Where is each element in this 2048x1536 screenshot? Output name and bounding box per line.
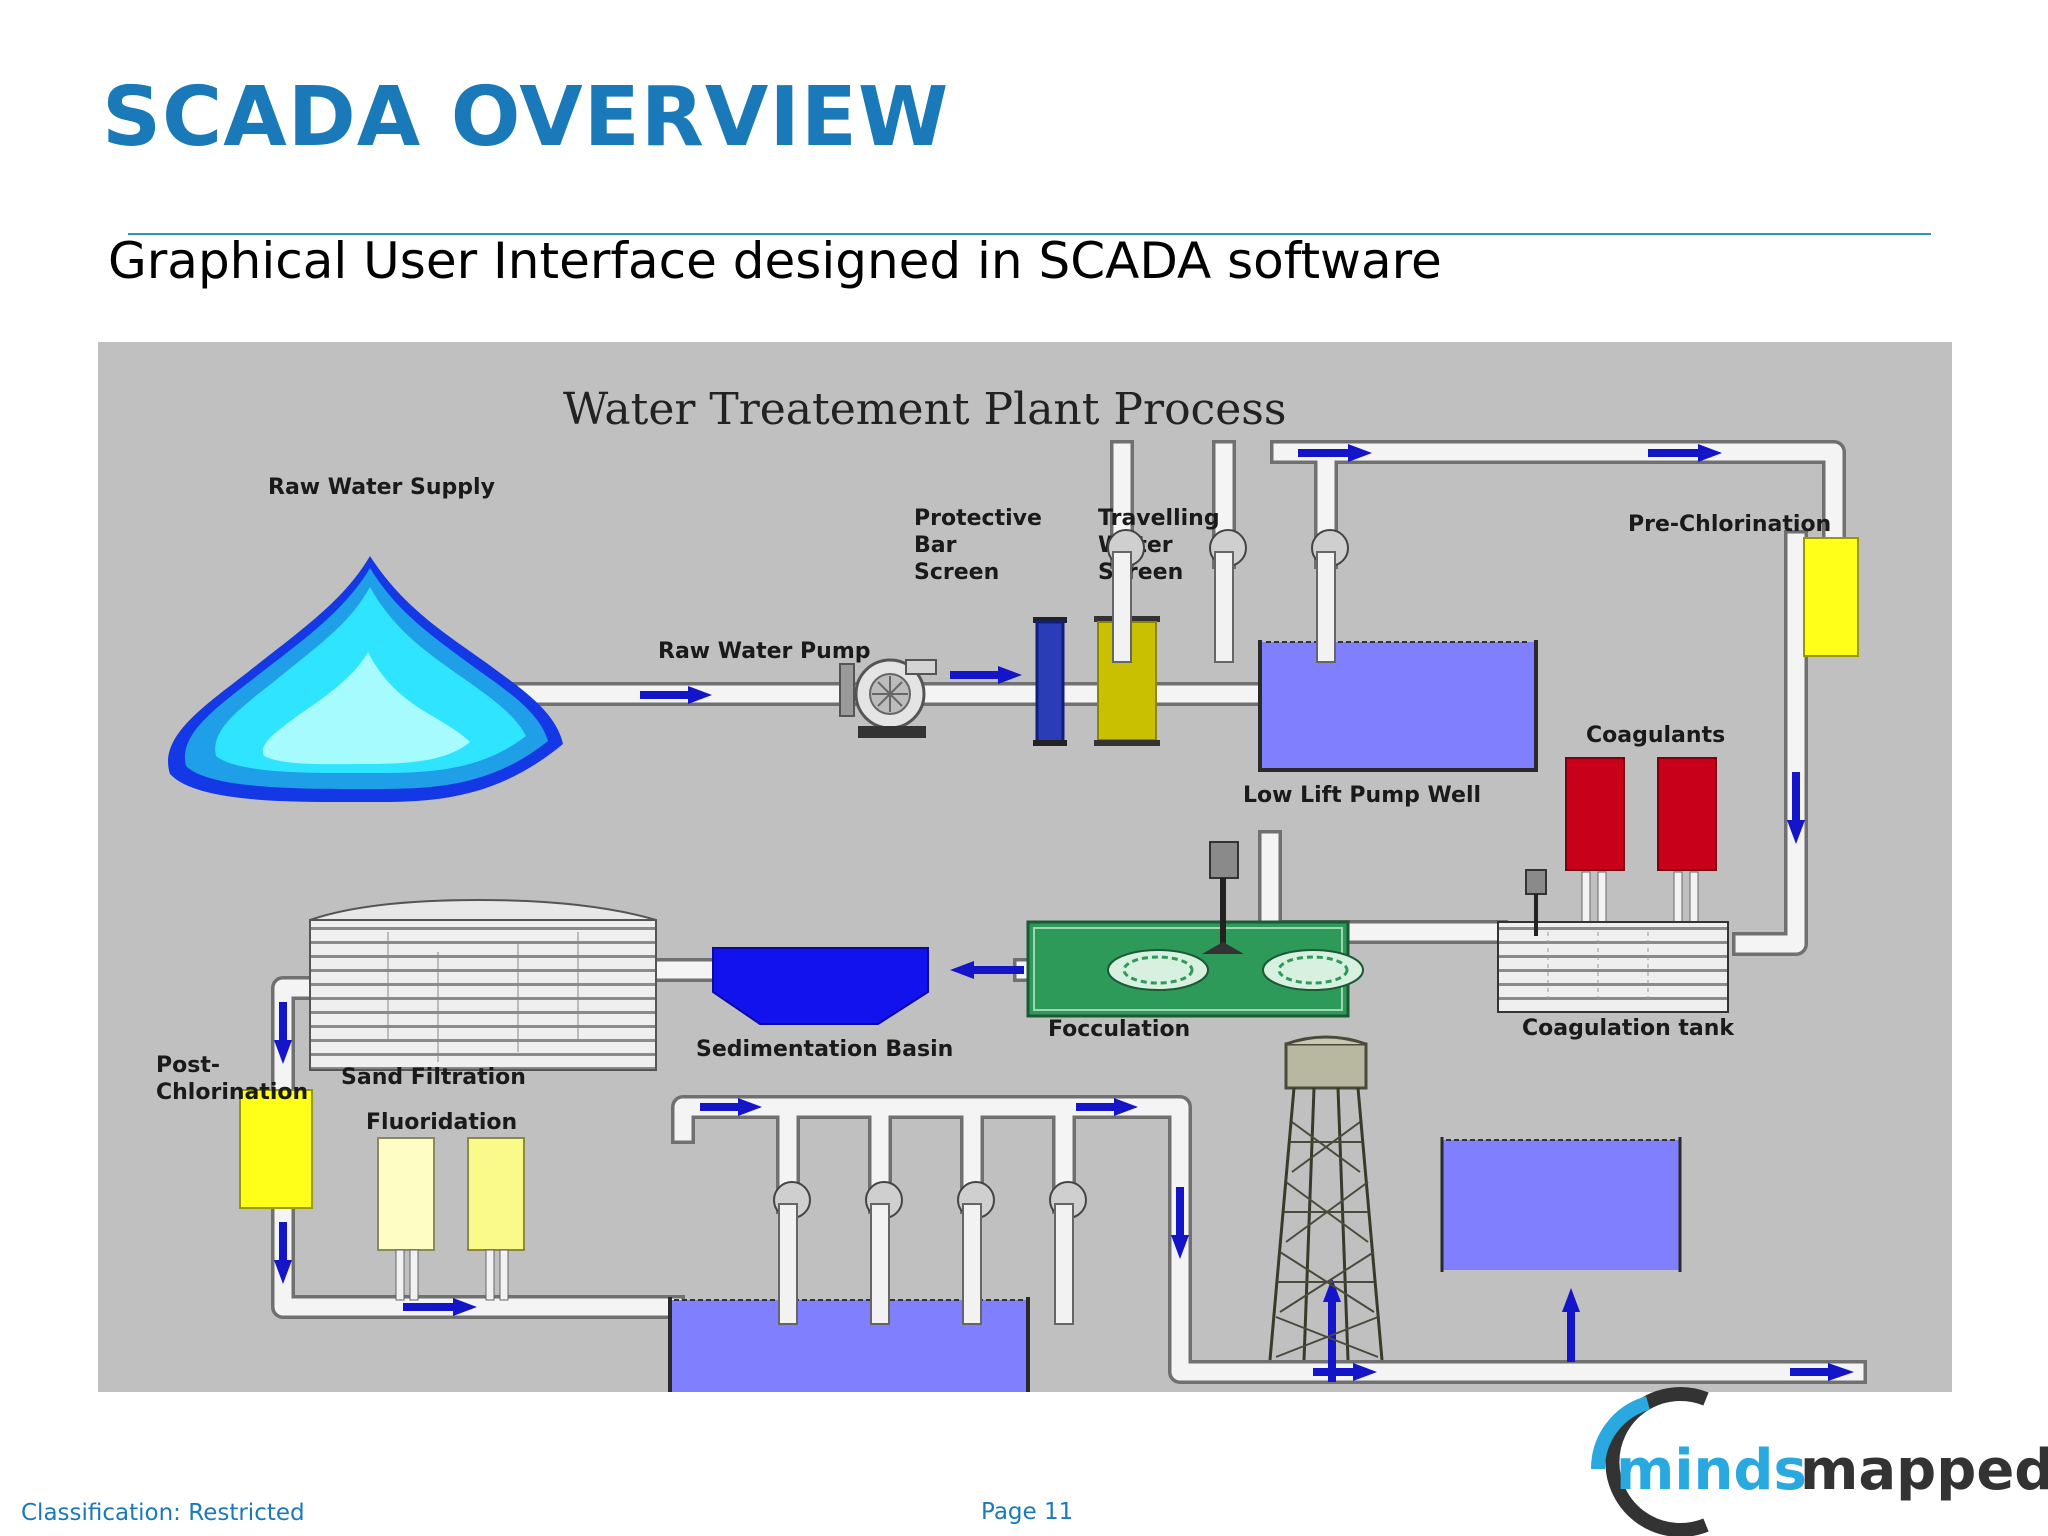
label-low-lift-pump-well: Low Lift Pump Well	[1243, 783, 1481, 808]
water-treatment-diagram: Water Treatement Plant Process	[98, 342, 1952, 1392]
label-post-chlorination-1: Post-	[156, 1053, 220, 1078]
flocculation-tank	[1026, 841, 1364, 1018]
flow-arrow	[1298, 444, 1372, 462]
raw-water-supply	[168, 556, 563, 803]
flow-arrow	[1562, 1288, 1580, 1362]
flow-arrow	[950, 961, 1024, 979]
slide-title: SCADA OVERVIEW	[102, 70, 950, 165]
flow-arrow	[1313, 1363, 1377, 1381]
flow-arrow	[274, 1002, 292, 1064]
well-pumps	[1107, 529, 1349, 663]
label-protective-bar-screen-1: Protective	[914, 506, 1042, 531]
title-divider	[128, 233, 1931, 235]
raw-water-pump	[839, 658, 937, 738]
flow-arrow	[950, 666, 1022, 684]
flow-arrow	[640, 686, 712, 704]
flow-arrow	[1076, 1098, 1138, 1116]
label-pre-chlorination: Pre-Chlorination	[1628, 512, 1831, 537]
classification-label: Classification: Restricted	[21, 1500, 305, 1526]
logo-text-mapped: mapped	[1800, 1438, 2048, 1503]
label-travelling-water-screen-3: Screen	[1098, 560, 1183, 585]
high-lift-pumps	[773, 1181, 1087, 1325]
flow-arrow	[403, 1298, 477, 1316]
flow-arrow	[1171, 1187, 1189, 1259]
label-fluoridation: Fluoridation	[366, 1110, 517, 1135]
flow-arrow	[1648, 444, 1722, 462]
label-raw-water-supply: Raw Water Supply	[268, 475, 495, 500]
label-raw-water-pump: Raw Water Pump	[658, 639, 871, 664]
water-tower	[1268, 1035, 1384, 1361]
coagulant-tanks	[1565, 757, 1717, 923]
flow-arrow	[1323, 1278, 1341, 1382]
coagulation-tank	[1497, 869, 1729, 1013]
diagram-title: Water Treatement Plant Process	[563, 384, 1286, 435]
protective-bar-screen	[1033, 617, 1067, 746]
pre-chlorination-tank	[1803, 537, 1859, 657]
low-lift-pump-well	[1258, 640, 1538, 772]
label-post-chlorination-2: Chlorination	[156, 1080, 308, 1105]
flow-arrow	[274, 1222, 292, 1284]
mindsmapped-logo: minds mapped	[1590, 1387, 2048, 1536]
flow-arrow	[1790, 1363, 1854, 1381]
label-protective-bar-screen-2: Bar	[914, 533, 957, 558]
logo-text-minds: minds	[1616, 1438, 1807, 1503]
flow-arrow	[700, 1098, 762, 1116]
label-focculation: Focculation	[1048, 1017, 1190, 1042]
flow-arrow	[1787, 772, 1805, 844]
flow-arrows	[274, 444, 1854, 1382]
label-protective-bar-screen-3: Screen	[914, 560, 999, 585]
sand-filtration-tank	[309, 898, 657, 1071]
post-chlorination-tank	[239, 1089, 313, 1209]
slide-subtitle: Graphical User Interface designed in SCA…	[108, 232, 1442, 290]
label-sedimentation-basin: Sedimentation Basin	[696, 1037, 953, 1062]
logo-ring-icon	[1590, 1387, 1709, 1536]
label-sand-filtration: Sand Filtration	[341, 1065, 526, 1090]
sedimentation-basin	[712, 947, 929, 1025]
label-travelling-water-screen-1: Travelling	[1098, 506, 1220, 531]
storage-reservoir	[1440, 1137, 1682, 1272]
fluoridation-tanks	[377, 1137, 525, 1301]
page-number: Page 11	[981, 1499, 1074, 1525]
label-coagulation-tank: Coagulation tank	[1522, 1016, 1735, 1041]
label-coagulants: Coagulants	[1586, 723, 1725, 748]
